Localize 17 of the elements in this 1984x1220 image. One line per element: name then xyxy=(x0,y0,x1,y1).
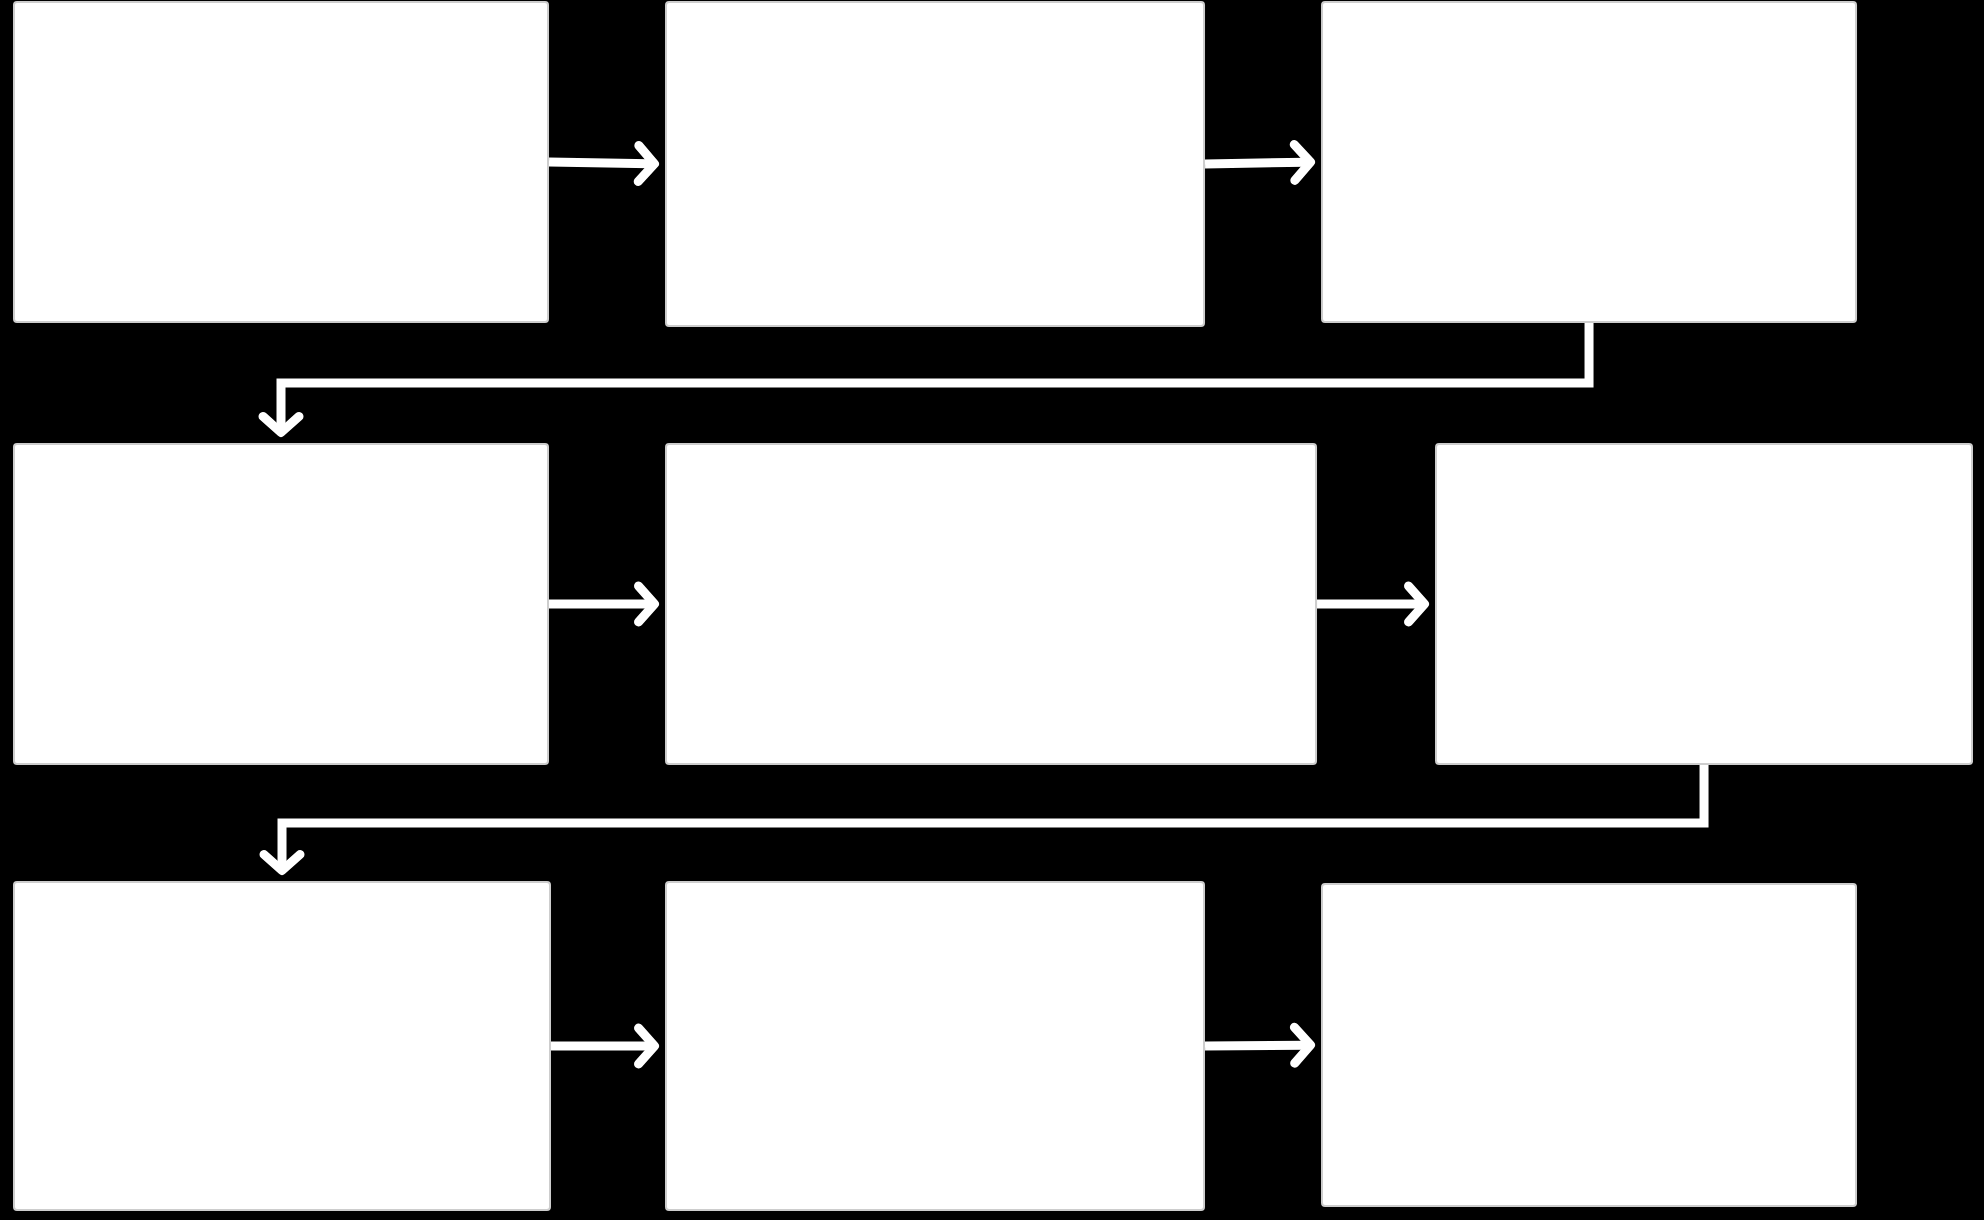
process-box xyxy=(665,881,1205,1211)
arrow xyxy=(1317,581,1429,627)
process-box xyxy=(1321,883,1858,1207)
arrow xyxy=(1204,139,1316,185)
process-box xyxy=(13,881,551,1211)
arrow xyxy=(259,765,1709,875)
process-box xyxy=(13,1,549,323)
arrow xyxy=(1204,1022,1316,1068)
process-box xyxy=(665,443,1317,765)
process-box xyxy=(13,443,549,765)
arrow xyxy=(551,1023,659,1069)
arrow xyxy=(548,141,659,186)
arrow xyxy=(549,581,659,627)
arrow xyxy=(258,323,1594,437)
process-box xyxy=(1321,1,1858,323)
process-box xyxy=(665,1,1205,327)
process-box xyxy=(1435,443,1974,765)
